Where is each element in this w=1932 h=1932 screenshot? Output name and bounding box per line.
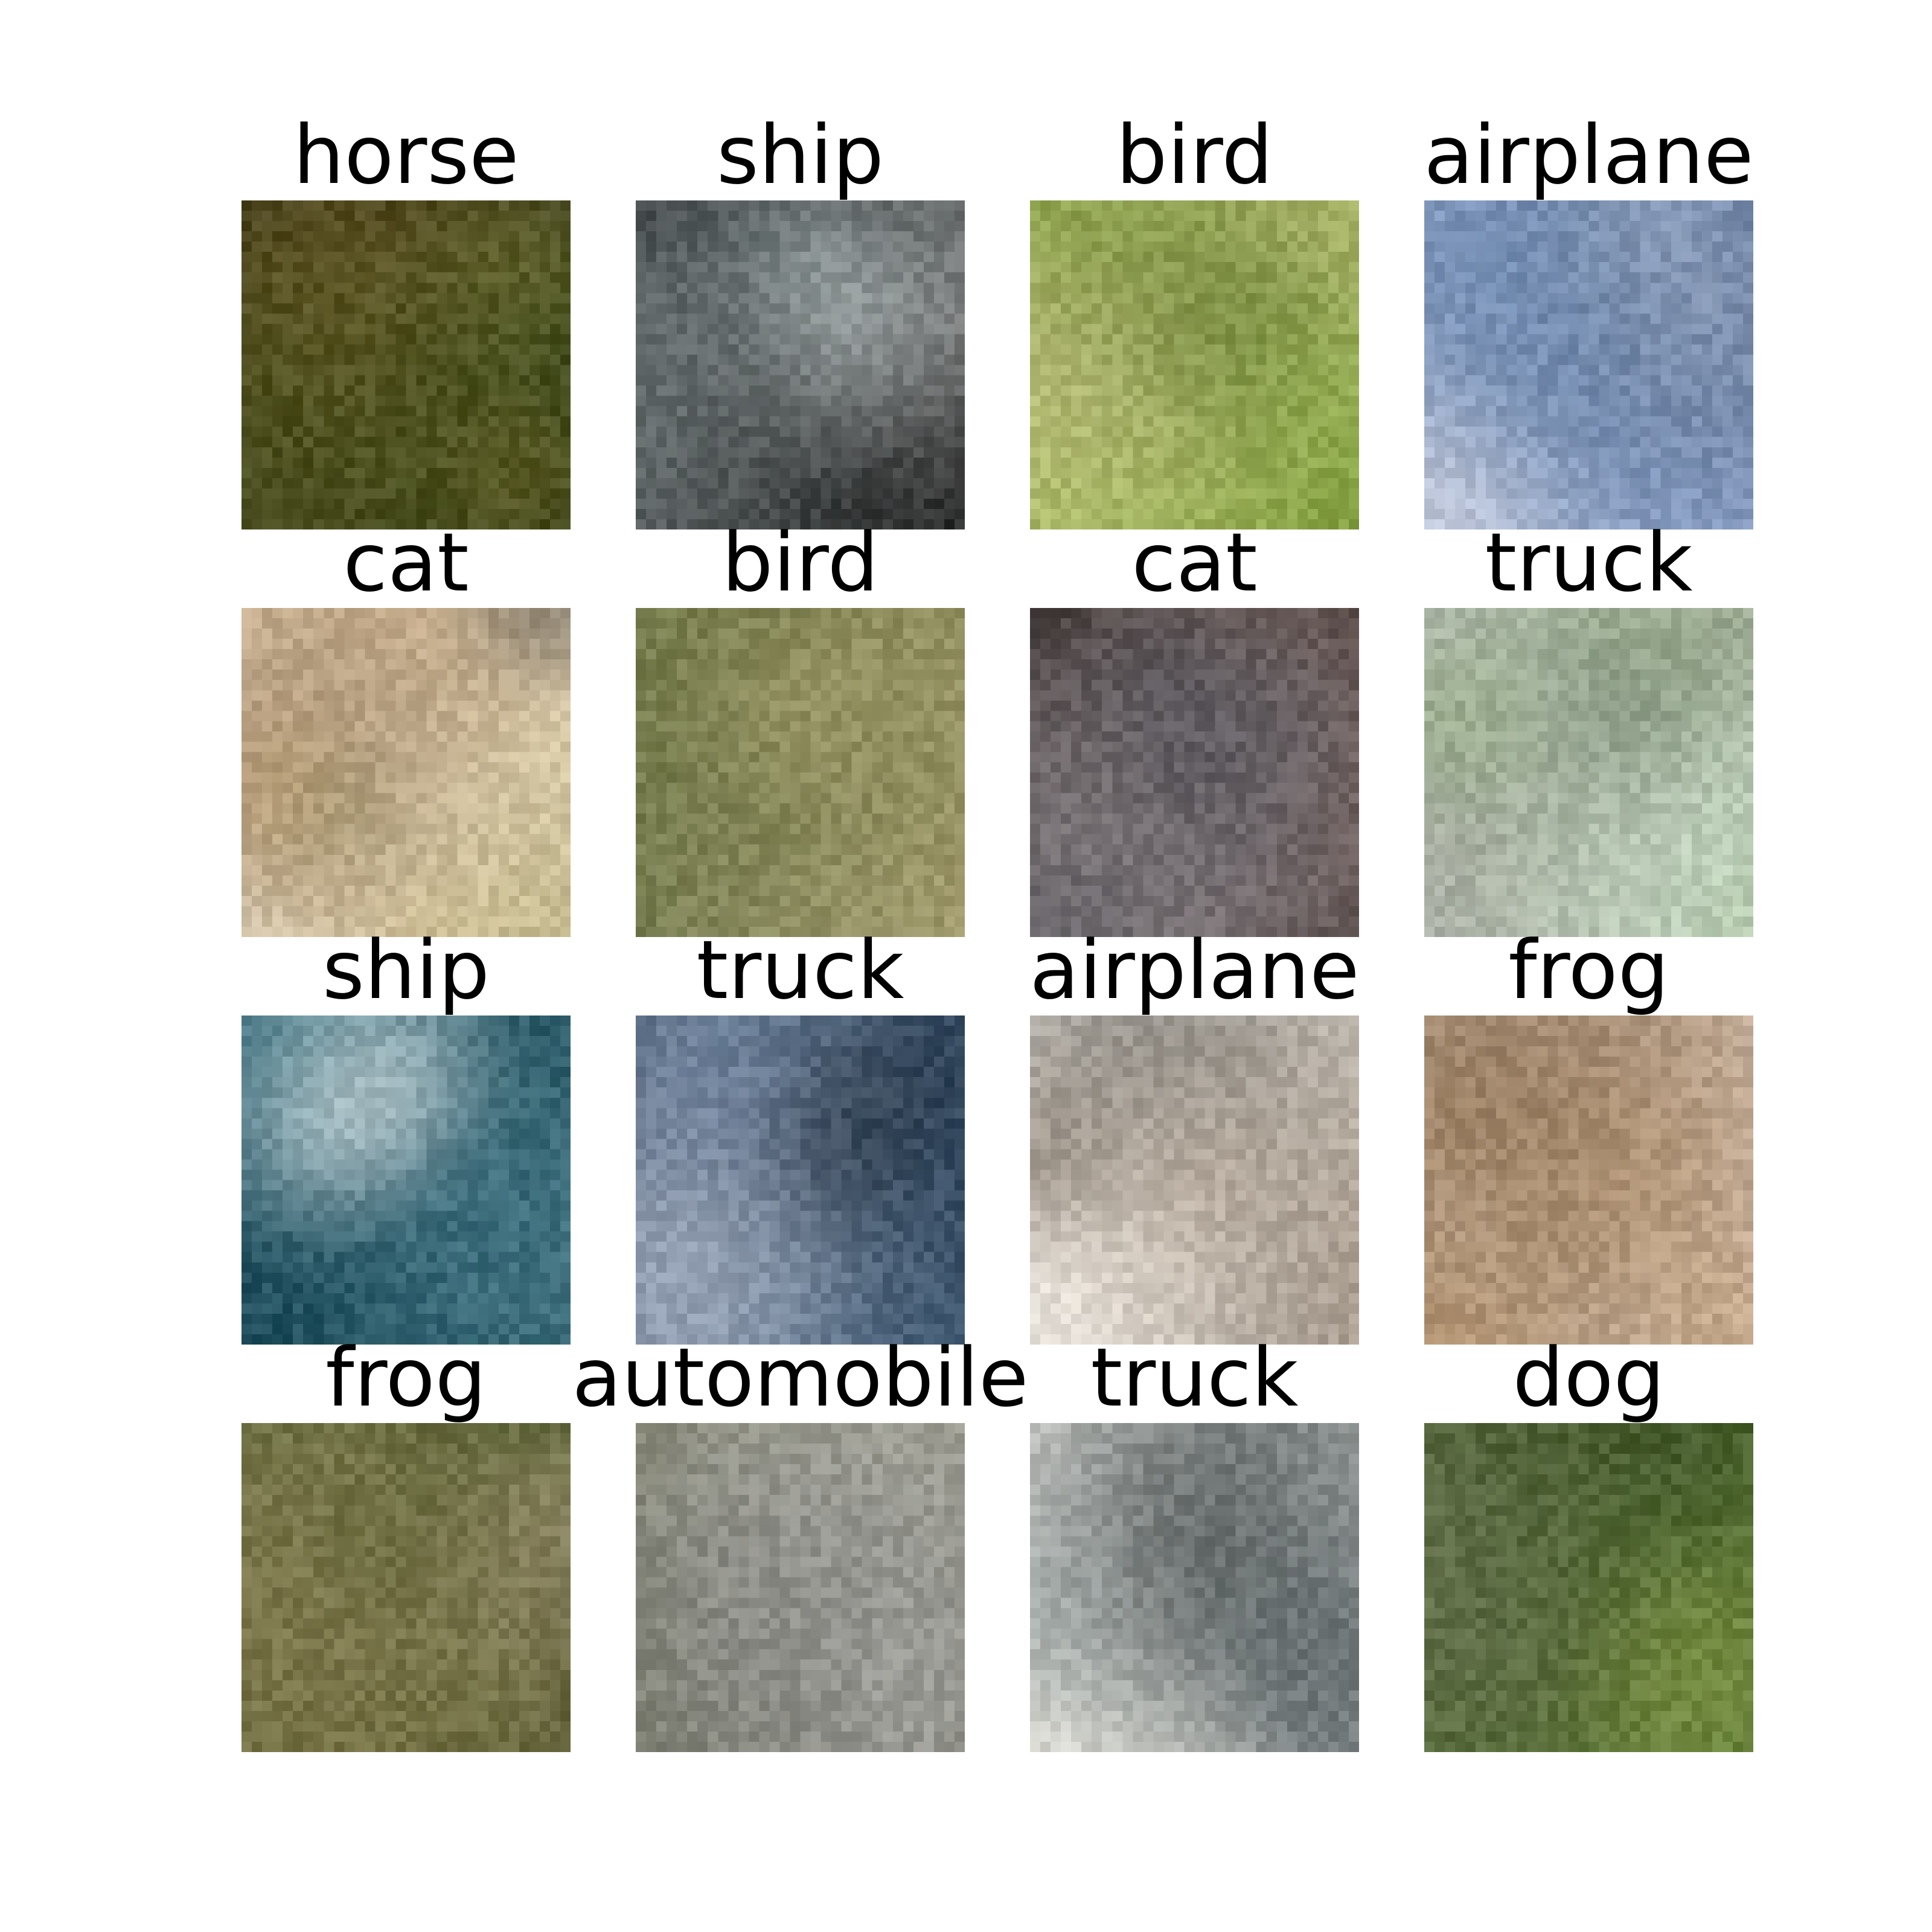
sample-label: truck [1090, 1331, 1299, 1425]
sample-label: automobile [572, 1331, 1029, 1425]
sample-image-canvas [1424, 608, 1753, 937]
sample-label: bird [1116, 108, 1273, 202]
sample-image [1030, 608, 1359, 937]
sample-image [242, 1423, 571, 1752]
sample-label: truck [1485, 516, 1693, 610]
sample-image [636, 1016, 965, 1345]
sample-image [1424, 200, 1753, 529]
sample-image [1030, 1423, 1359, 1752]
sample-image-canvas [242, 1423, 571, 1752]
sample-image [242, 1016, 571, 1345]
sample-label: cat [1131, 516, 1258, 610]
sample-image [636, 608, 965, 937]
sample-image-canvas [1424, 200, 1753, 529]
sample-image-canvas [636, 1423, 965, 1752]
sample-image-canvas [1424, 1423, 1753, 1752]
sample-image-canvas [636, 200, 965, 529]
sample-image-canvas [636, 1016, 965, 1345]
sample-label: ship [322, 923, 490, 1017]
sample-label: dog [1512, 1331, 1665, 1425]
sample-label: cat [343, 516, 469, 610]
sample-label: horse [293, 108, 519, 202]
sample-label: frog [1508, 923, 1669, 1017]
sample-image-canvas [1030, 608, 1359, 937]
sample-image-canvas [242, 200, 571, 529]
sample-label: airplane [1029, 923, 1360, 1017]
sample-image [1424, 1423, 1753, 1752]
sample-image-canvas [242, 608, 571, 937]
sample-label: airplane [1424, 108, 1754, 202]
sample-image-canvas [242, 1016, 571, 1345]
sample-image-canvas [1424, 1016, 1753, 1345]
sample-image-canvas [636, 608, 965, 937]
sample-image-canvas [1030, 1016, 1359, 1345]
sample-image [242, 608, 571, 937]
sample-image [242, 200, 571, 529]
sample-image [636, 1423, 965, 1752]
sample-image [1030, 1016, 1359, 1345]
sample-label: ship [716, 108, 884, 202]
sample-image [1424, 1016, 1753, 1345]
sample-image-canvas [1030, 1423, 1359, 1752]
sample-image-canvas [1030, 200, 1359, 529]
sample-label: truck [696, 923, 904, 1017]
sample-image [1030, 200, 1359, 529]
sample-label: frog [325, 1331, 487, 1425]
sample-image [636, 200, 965, 529]
sample-label: bird [721, 516, 879, 610]
sample-image [1424, 608, 1753, 937]
